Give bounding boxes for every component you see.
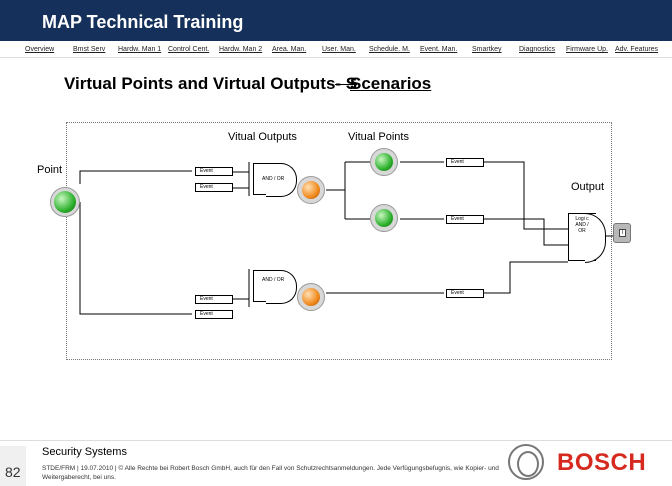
slide-title-struck: - S xyxy=(335,74,358,93)
header-bar: MAP Technical Training xyxy=(0,0,672,41)
footer-section-title: Security Systems xyxy=(42,446,127,458)
nav-bar: Overview Bmst Serv Hardw. Man 1 Control … xyxy=(0,41,672,58)
and-or-gate xyxy=(253,163,297,197)
logic-gate xyxy=(568,213,606,263)
output-device-icon: I xyxy=(613,223,631,243)
output-device-glyph: I xyxy=(619,229,626,237)
gate-label: AND / OR xyxy=(262,176,285,182)
tab-schedule-man[interactable]: Schedule. M. xyxy=(369,46,410,53)
tab-bmst-serv[interactable]: Bmst Serv xyxy=(73,46,106,53)
tab-event-man[interactable]: Event. Man. xyxy=(420,46,458,53)
virtual-point-indicator-icon xyxy=(370,148,398,176)
virtual-point-indicator-icon xyxy=(370,204,398,232)
virtual-outputs-heading: Vitual Outputs xyxy=(228,131,297,143)
tab-overview[interactable]: Overview xyxy=(25,46,55,53)
tab-user-man[interactable]: User. Man. xyxy=(322,46,356,53)
output-label: Output xyxy=(571,181,605,193)
virtual-points-heading: Vitual Points xyxy=(348,131,409,143)
tab-control-cent[interactable]: Control Cent. xyxy=(168,46,210,53)
slide-title-scenarios: Scenarios xyxy=(350,74,432,93)
footer-legal-text: STDE/FRM | 19.07.2010 | © Alle Rechte be… xyxy=(42,465,499,481)
slide-title: Virtual Points and Virtual Outputs- S Sc… xyxy=(64,74,431,94)
event-box: Event xyxy=(446,158,484,167)
point-label: Point xyxy=(37,164,63,176)
virtual-output-indicator-icon xyxy=(297,283,325,311)
event-box: Event xyxy=(446,289,484,298)
tab-smartkey[interactable]: Smartkey xyxy=(472,46,502,53)
slide-title-main: Virtual Points and Virtual Outputs xyxy=(64,74,336,93)
bosch-logo-icon xyxy=(508,444,544,480)
footer-divider xyxy=(0,440,672,441)
event-box: Event xyxy=(446,215,484,224)
event-box: Event xyxy=(195,295,233,304)
tab-hardw-man-2[interactable]: Hardw. Man 2 xyxy=(219,46,263,53)
app-title: MAP Technical Training xyxy=(42,12,244,32)
bosch-brand-text: BOSCH xyxy=(557,449,647,476)
logic-gate-label: Logi c AND / OR xyxy=(575,216,589,234)
event-box: Event xyxy=(195,183,233,192)
tab-area-man[interactable]: Area. Man. xyxy=(272,46,307,53)
and-or-gate xyxy=(253,270,297,304)
event-box: Event xyxy=(195,310,233,319)
gate-label: AND / OR xyxy=(262,277,285,283)
nav-divider xyxy=(0,57,672,58)
virtual-output-indicator-icon xyxy=(297,176,325,204)
page-number: 82 xyxy=(5,464,21,480)
page-number-box: 82 xyxy=(0,446,26,486)
tab-adv-features[interactable]: Adv. Features xyxy=(615,46,659,53)
event-box: Event xyxy=(195,167,233,176)
diagram-frame xyxy=(66,122,612,360)
point-indicator-icon xyxy=(50,187,80,217)
tab-diagnostics[interactable]: Diagnostics xyxy=(519,46,556,53)
tab-firmware-up[interactable]: Firmware Up. xyxy=(566,46,609,53)
tab-hardw-man-1[interactable]: Hardw. Man 1 xyxy=(118,46,162,53)
